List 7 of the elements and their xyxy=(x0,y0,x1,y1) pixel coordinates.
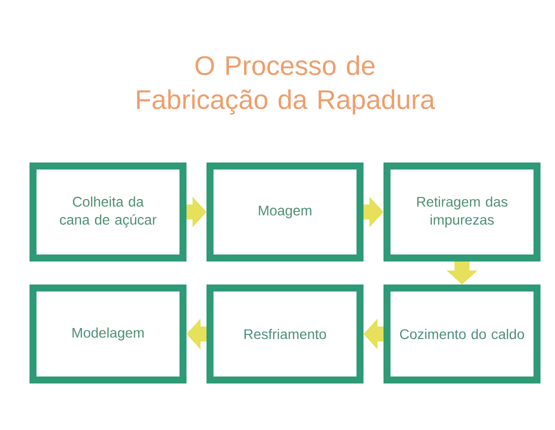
title: O Processo de Fabricação da Rapadura xyxy=(137,55,436,115)
process-box: Colheita da cana de açúcar xyxy=(30,162,186,262)
process-box: Moagem xyxy=(206,162,364,262)
process-box: Retiragem das impurezas xyxy=(384,162,540,262)
process-box: Modelagem xyxy=(30,284,186,384)
process-box: Cozimento do caldo xyxy=(384,284,540,384)
process-box: Resfriamento xyxy=(206,284,364,384)
